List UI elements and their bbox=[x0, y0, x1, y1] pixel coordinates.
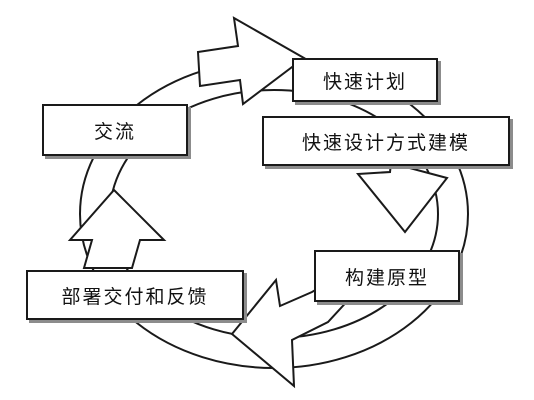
stage-quick-plan: 快速计划 bbox=[292, 58, 438, 102]
stage-communication-label: 交流 bbox=[93, 120, 136, 143]
arrow-to-quick-plan bbox=[196, 16, 306, 106]
stage-prototype-label: 构建原型 bbox=[344, 266, 429, 289]
stage-quick-plan-label: 快速计划 bbox=[322, 70, 407, 93]
cycle-band bbox=[78, 59, 470, 369]
stage-deploy: 部署交付和反馈 bbox=[26, 270, 244, 320]
stage-modeling: 快速设计方式建模 bbox=[262, 116, 510, 166]
arrow-to-communication bbox=[67, 188, 167, 269]
arrow-to-prototype bbox=[356, 161, 449, 234]
stage-deploy-label: 部署交付和反馈 bbox=[61, 285, 209, 308]
stage-prototype: 构建原型 bbox=[314, 250, 460, 302]
stage-communication: 交流 bbox=[42, 104, 188, 156]
stage-modeling-label: 快速设计方式建模 bbox=[301, 131, 470, 154]
